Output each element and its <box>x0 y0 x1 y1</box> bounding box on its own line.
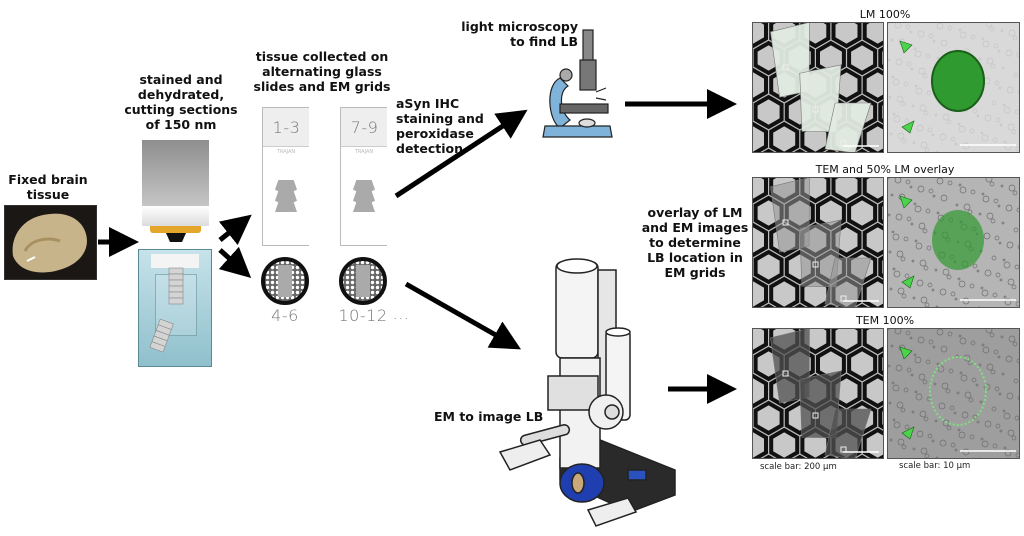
lb-closeup-panel-tem <box>887 328 1020 459</box>
scale-bar-right: scale bar: 10 µm <box>899 461 971 471</box>
grid-panel-overlay <box>752 177 884 308</box>
more-ellipsis: ... <box>392 304 410 323</box>
slide-brand: TRAJAN <box>354 149 374 155</box>
section-3 <box>824 257 872 307</box>
cutting-sections-label: stained and dehydrated, cutting sections… <box>124 72 238 132</box>
microtome-holder <box>142 206 209 226</box>
green-arrowhead-1 <box>899 195 913 209</box>
section-ribbons <box>149 267 184 353</box>
green-arrowhead-2 <box>901 426 915 440</box>
green-arrowhead-2 <box>901 275 915 289</box>
lewy-body <box>931 50 985 112</box>
arrow-to-slides <box>218 214 252 246</box>
green-arrowhead-1 <box>899 346 913 360</box>
microtome-block <box>142 140 209 206</box>
slide-brand: TRAJAN <box>276 149 296 155</box>
lb-closeup-panel-lm <box>887 22 1020 153</box>
lewy-body <box>932 210 984 270</box>
water-bath <box>138 249 212 367</box>
tissue-collected-label: tissue collected on alternating glass sl… <box>253 49 391 94</box>
brain-tissue-shape <box>12 213 87 273</box>
em-image-lb-label: EM to image LB <box>434 409 544 424</box>
grid-1-label: 4-6 <box>271 306 299 325</box>
panel-title-tem: TEM 100% <box>855 314 915 327</box>
slide-section <box>275 180 297 212</box>
knife-edge <box>150 226 201 233</box>
scale-bar-left: scale bar: 200 µm <box>760 462 837 472</box>
slide-2-label: 7-9 <box>350 118 379 137</box>
bath-edge <box>151 254 199 268</box>
ihc-staining-label: aSyn IHC staining and peroxidase detecti… <box>396 96 484 156</box>
lewy-body-outline <box>929 356 987 426</box>
arrow-grids-to-em <box>404 281 522 350</box>
knife-tip <box>166 233 186 242</box>
brain-tissue-photo <box>4 205 97 280</box>
grid-panel-lm <box>752 22 884 153</box>
panel-title-lm: LM 100% <box>859 8 911 21</box>
grid-panel-tem <box>752 328 884 459</box>
slide-frost: 7-9 <box>341 108 387 147</box>
section-3 <box>824 408 872 458</box>
section-3 <box>824 102 872 152</box>
light-microscopy-label: light microscopy to find LB <box>461 19 578 49</box>
slide-frost: 1-3 <box>263 108 309 147</box>
glass-slide-2: 7-9 TRAJAN <box>340 107 387 246</box>
electron-microscope-icon <box>498 258 676 527</box>
green-arrowhead-1 <box>899 40 913 54</box>
slide-section <box>353 180 375 212</box>
lb-closeup-panel-overlay <box>887 177 1020 308</box>
glass-slide-1: 1-3 TRAJAN <box>262 107 309 246</box>
fixed-brain-tissue-label: Fixed brain tissue <box>8 172 88 202</box>
green-arrowhead-2 <box>901 120 915 134</box>
arrow-to-grids <box>218 246 252 279</box>
grid-2-label: 10-12 <box>338 306 388 325</box>
overlay-label: overlay of LM and EM images to determine… <box>641 205 749 280</box>
slide-1-label: 1-3 <box>272 118 301 137</box>
em-grid-2 <box>339 257 387 305</box>
em-grid-1 <box>261 257 309 305</box>
panel-title-overlay: TEM and 50% LM overlay <box>815 163 955 176</box>
